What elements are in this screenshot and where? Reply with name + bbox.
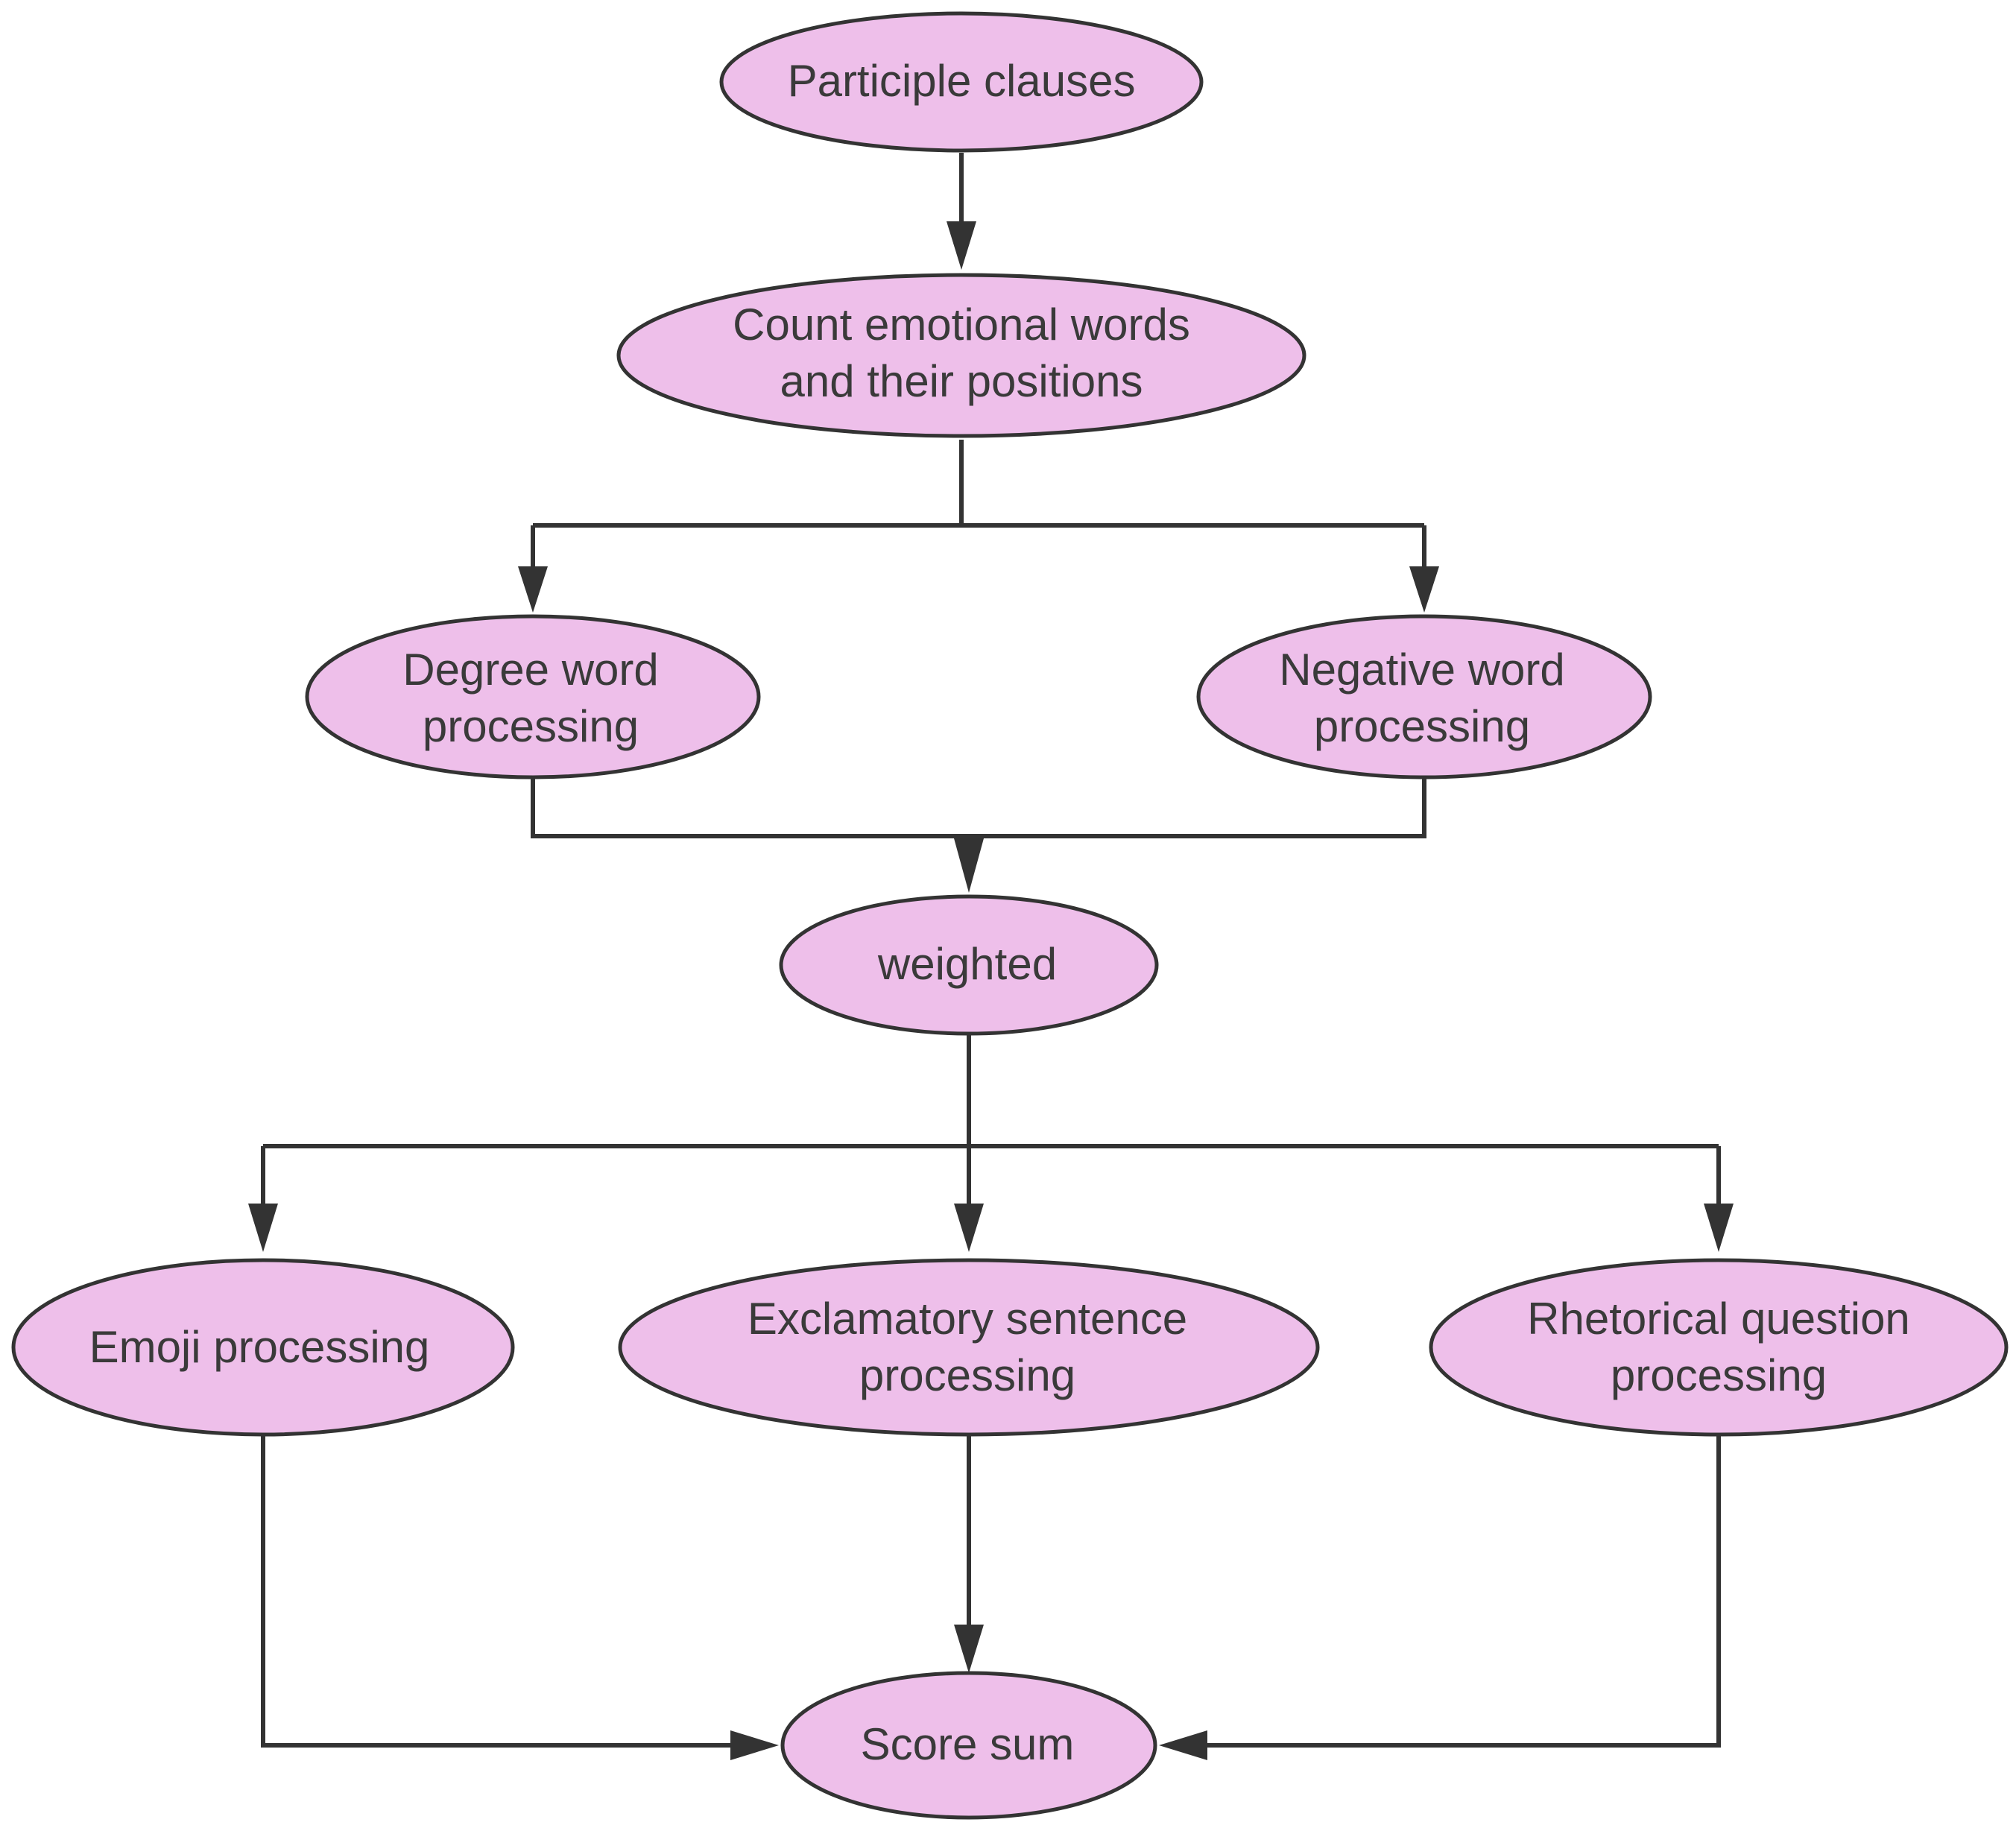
node-label: Score sum bbox=[861, 1719, 1075, 1769]
node-shape bbox=[1196, 614, 1652, 779]
node-participle-clauses: Participle clauses bbox=[719, 11, 1204, 153]
arrowhead-exclamatory bbox=[954, 1204, 984, 1252]
edge-emoji-to-score bbox=[261, 1436, 734, 1748]
edge-rhetorical-to-score bbox=[1204, 1436, 1721, 1748]
node-label-line-2: processing bbox=[1314, 701, 1530, 751]
node-count-emotional-words: Count emotional words and their position… bbox=[616, 273, 1306, 438]
arrowhead-negative bbox=[1409, 566, 1439, 613]
node-shape bbox=[618, 1258, 1320, 1437]
node-emoji-processing: Emoji processing bbox=[11, 1258, 515, 1437]
arrowhead-weighted bbox=[954, 838, 984, 893]
node-shape bbox=[305, 614, 761, 779]
node-label: Participle clauses bbox=[788, 56, 1136, 106]
node-shape bbox=[780, 1671, 1157, 1820]
node-label-line-1: Count emotional words bbox=[733, 300, 1190, 350]
node-shape bbox=[719, 11, 1204, 153]
node-label-line-1: Rhetorical question bbox=[1527, 1294, 1910, 1344]
node-shape bbox=[779, 894, 1159, 1036]
arrowhead-score-right bbox=[1159, 1730, 1207, 1760]
node-weighted: weighted bbox=[779, 894, 1159, 1036]
node-label-line-2: processing bbox=[423, 701, 639, 751]
node-label-line-2: processing bbox=[859, 1350, 1075, 1400]
node-shape bbox=[1429, 1258, 2009, 1437]
connectors bbox=[248, 153, 1734, 1760]
node-label-line-1: Degree word bbox=[402, 645, 659, 695]
node-shape bbox=[616, 273, 1306, 438]
arrowhead-degree bbox=[518, 566, 548, 613]
node-negative-word-processing: Negative word processing bbox=[1196, 614, 1652, 779]
arrowhead-score-left bbox=[730, 1730, 779, 1760]
node-score-sum: Score sum bbox=[780, 1671, 1157, 1820]
arrowhead-rhetorical bbox=[1704, 1204, 1734, 1252]
node-degree-word-processing: Degree word processing bbox=[305, 614, 761, 779]
edge-degree-negative-merge bbox=[531, 777, 1426, 838]
arrowhead-count bbox=[947, 221, 976, 270]
node-label-line-1: Negative word bbox=[1279, 645, 1565, 695]
node-label: Emoji processing bbox=[89, 1322, 430, 1372]
node-shape bbox=[11, 1258, 515, 1437]
node-label: weighted bbox=[877, 939, 1057, 989]
node-label-line-1: Exclamatory sentence bbox=[748, 1294, 1187, 1344]
arrowhead-score-top bbox=[954, 1625, 984, 1673]
node-label-line-2: processing bbox=[1611, 1350, 1827, 1400]
node-label-line-2: and their positions bbox=[780, 356, 1143, 406]
node-rhetorical-question-processing: Rhetorical question processing bbox=[1429, 1258, 2009, 1437]
arrowhead-emoji bbox=[248, 1204, 278, 1252]
node-exclamatory-sentence-processing: Exclamatory sentence processing bbox=[618, 1258, 1320, 1437]
